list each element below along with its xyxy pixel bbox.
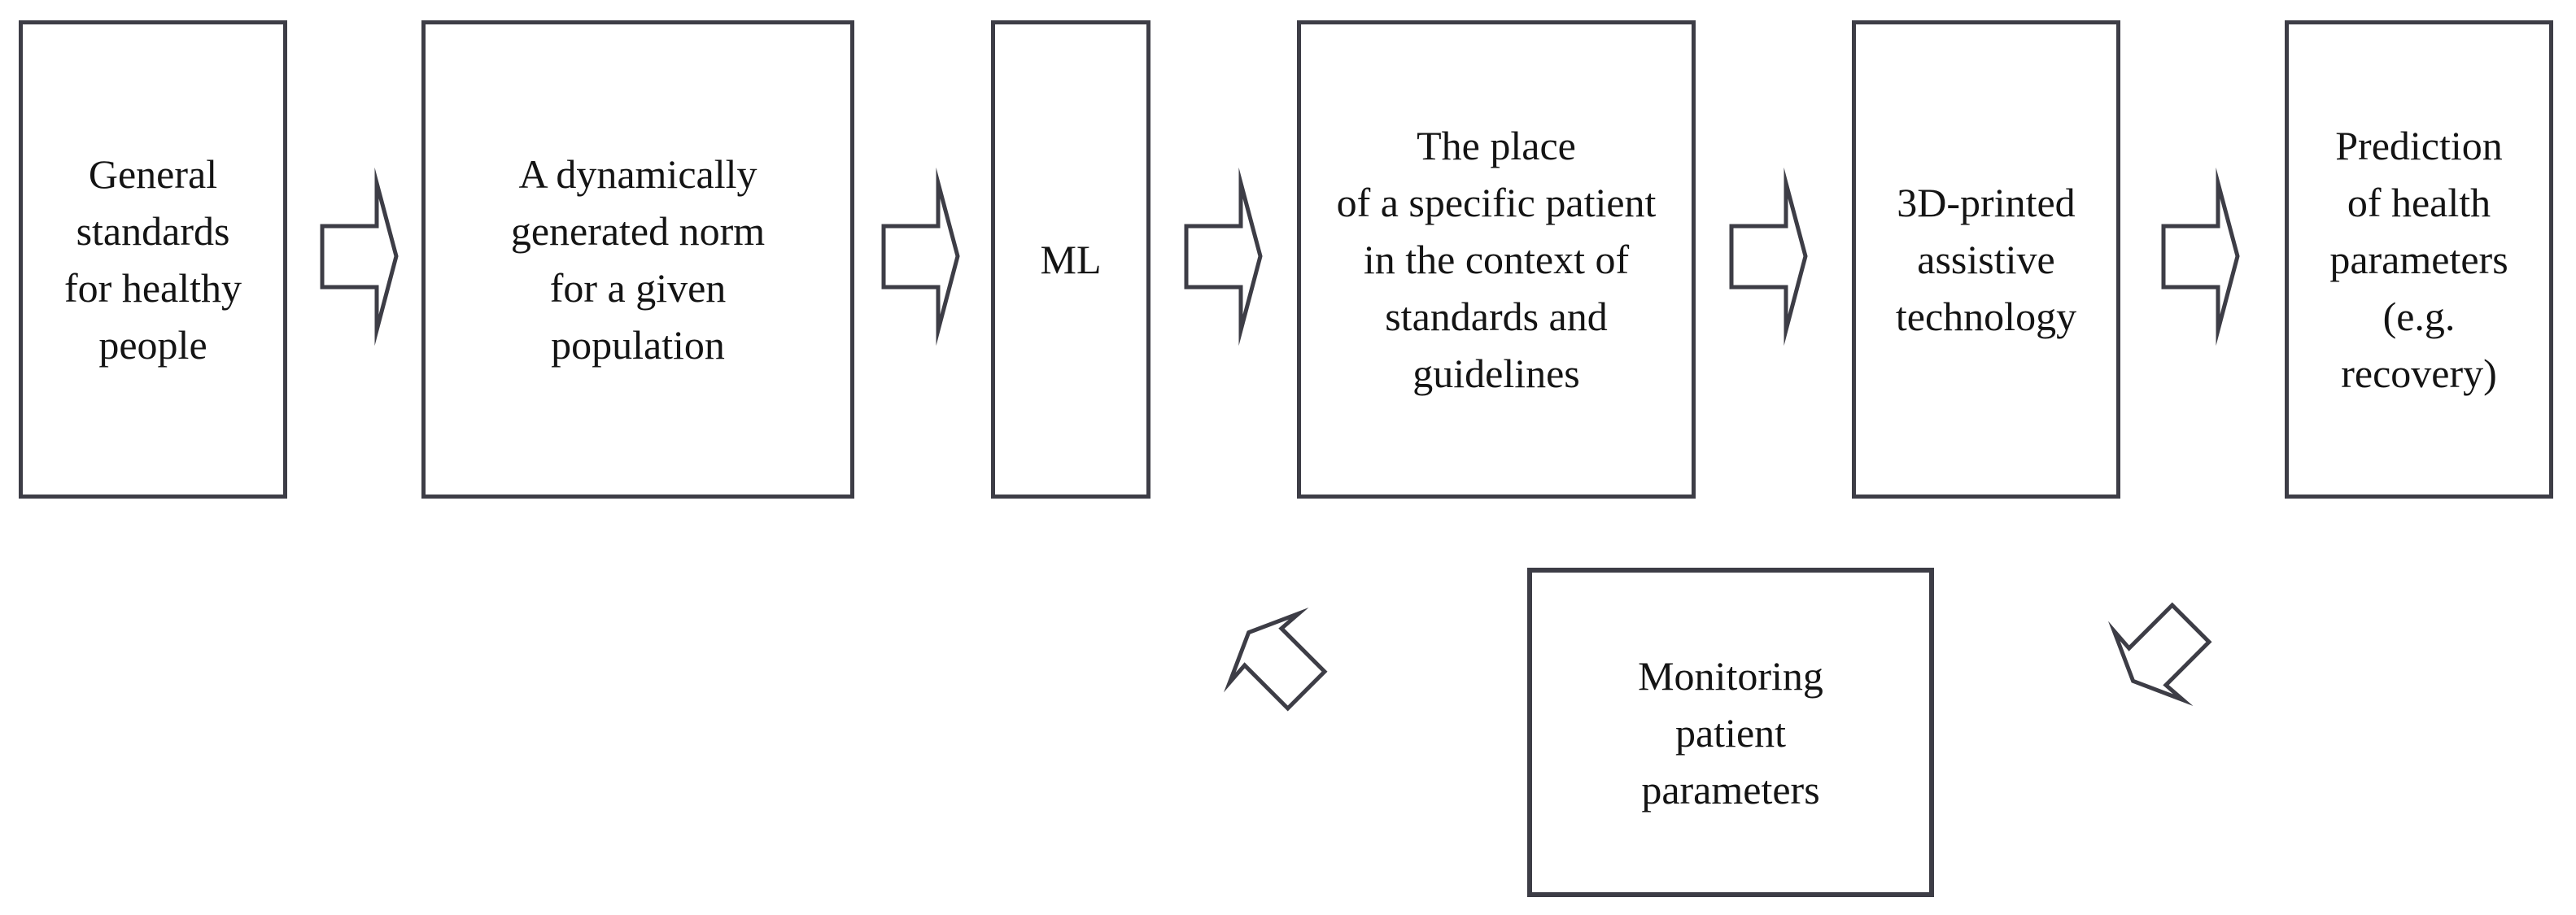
box-dynamically-generated-norm-label: A dynamically generated norm for a given… [510, 151, 766, 368]
flow-arrow-up-left-icon [1223, 607, 1328, 712]
box-ml-label: ML [1040, 237, 1102, 282]
box-place-of-specific-patient: The place of a specific patient in the c… [1297, 20, 1696, 499]
flow-arrow-right-icon [320, 167, 399, 346]
box-prediction-of-health-parameters: Prediction of health parameters (e.g. re… [2285, 20, 2553, 499]
box-dynamically-generated-norm: A dynamically generated norm for a given… [421, 20, 854, 499]
box-monitoring-patient-parameters-label: Monitoring patient parameters [1638, 652, 1823, 813]
box-general-standards: General standards for healthy people [19, 20, 287, 499]
flow-arrow-right-icon [881, 167, 960, 346]
box-place-of-specific-patient-label: The place of a specific patient in the c… [1336, 123, 1657, 396]
box-monitoring-patient-parameters: Monitoring patient parameters [1527, 568, 1934, 897]
flow-arrow-right-icon [1184, 167, 1263, 346]
box-ml: ML [991, 20, 1150, 499]
flow-arrow-right-icon [2161, 167, 2240, 346]
flow-arrow-down-left-icon [2107, 602, 2212, 707]
flow-arrow-right-icon [1729, 167, 1808, 346]
box-general-standards-label: General standards for healthy people [64, 151, 242, 368]
box-prediction-of-health-parameters-label: Prediction of health parameters (e.g. re… [2329, 123, 2508, 396]
box-3d-printed-assistive-technology-label: 3D-printed assistive technology [1895, 180, 2077, 339]
box-3d-printed-assistive-technology: 3D-printed assistive technology [1852, 20, 2120, 499]
